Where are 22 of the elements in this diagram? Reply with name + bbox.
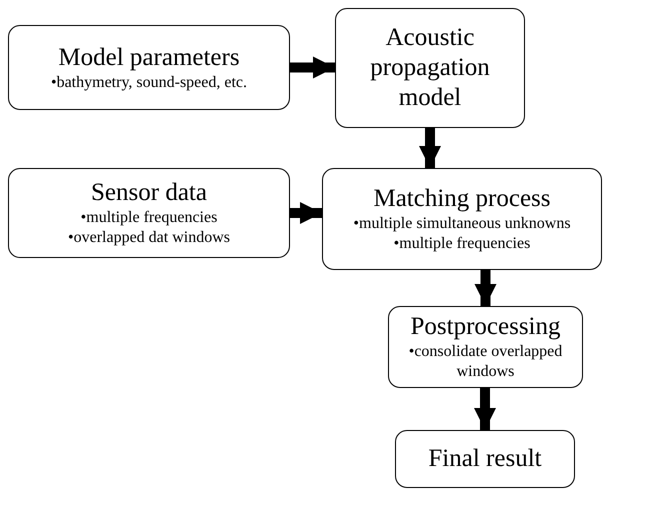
process-box bbox=[8, 168, 290, 258]
bullet-text: •multiple frequencies bbox=[80, 208, 218, 228]
box-title: Postprocessing bbox=[410, 312, 560, 342]
box-title: Acoustic propagation model bbox=[369, 23, 491, 113]
bullet-text: •overlapped dat windows bbox=[68, 228, 230, 248]
bullet-text: •multiple simultaneous unknowns bbox=[353, 214, 571, 234]
process-box bbox=[388, 306, 583, 388]
arrow bbox=[474, 388, 496, 430]
arrow bbox=[419, 128, 441, 168]
process-box bbox=[8, 25, 290, 110]
box-title: Matching process bbox=[373, 184, 551, 214]
bullet-text: •consolidate overlapped windows bbox=[408, 342, 564, 382]
arrow bbox=[290, 202, 322, 224]
box-title: Model parameters bbox=[58, 42, 240, 72]
process-box bbox=[322, 168, 602, 270]
bullet-text: •bathymetry, sound-speed, etc. bbox=[50, 72, 248, 92]
box-title: Sensor data bbox=[91, 178, 207, 208]
process-box bbox=[335, 8, 525, 128]
bullet-text: •multiple frequencies bbox=[394, 234, 530, 254]
arrow bbox=[290, 56, 335, 78]
process-box bbox=[395, 430, 575, 488]
box-title: Final result bbox=[428, 444, 542, 474]
